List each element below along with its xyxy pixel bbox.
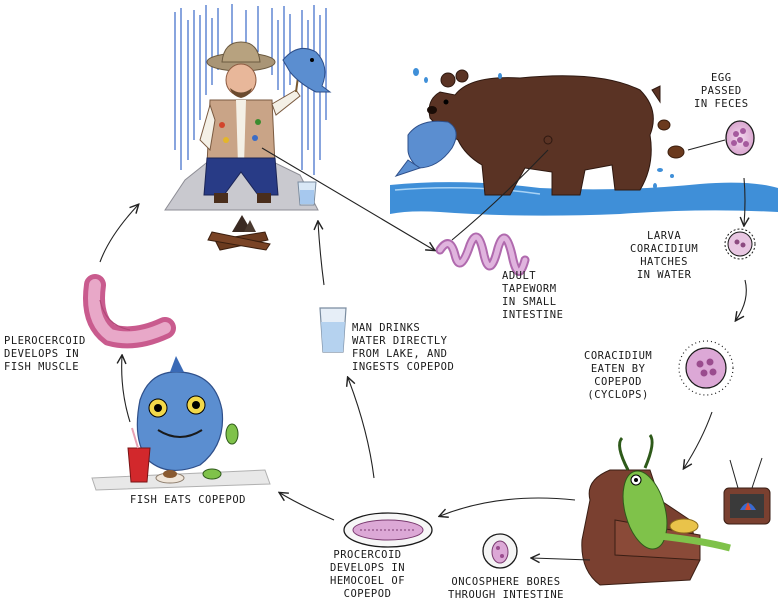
- campfire: [207, 215, 271, 251]
- arrow-fish-to-plerocercoid: [122, 356, 131, 423]
- label-fish-eats-copepod: FISH EATS COPEPOD: [130, 494, 246, 506]
- arrow-copepod-to-oncosphere: [532, 558, 591, 560]
- arrow-fisherman-to-adult: [261, 147, 434, 250]
- glass-of-water-small: [297, 181, 317, 206]
- cycle-arrows: [99, 139, 747, 560]
- hanging-fish: [282, 47, 332, 93]
- fish-in-bear-mouth: [394, 120, 457, 177]
- plate-with-food: [155, 470, 185, 484]
- copepod-watching-tv: [618, 434, 731, 552]
- television: [723, 457, 771, 525]
- arrow-procercoid-to-fish: [280, 493, 335, 521]
- fisherman: [199, 41, 301, 203]
- arrow-bear-to-adult: [451, 149, 549, 241]
- arrow-egg-to-feces: [687, 139, 726, 151]
- arrow-glass-to-fisherman: [318, 222, 325, 286]
- egg-illustration: [725, 120, 755, 156]
- arrow-procercoid-to-glass: [348, 378, 375, 479]
- arrow-egg-to-larva: [744, 177, 745, 225]
- water-splash-drops: [413, 68, 674, 189]
- oncosphere-illustration: [482, 533, 518, 569]
- procercoid-illustration: [343, 512, 433, 548]
- arrow-coracidium-to-copepod: [684, 411, 713, 468]
- arrow-plerocercoid-to-fisherman: [99, 205, 138, 263]
- blue-fish-character: [136, 356, 224, 471]
- arrow-larva-to-coracidium: [736, 279, 747, 320]
- feces-droppings: [657, 119, 685, 159]
- adult-tapeworm-illustration: [435, 232, 530, 276]
- bear: [427, 69, 661, 196]
- larva-coracidium-illustration: [724, 228, 756, 260]
- small-copepods: [202, 423, 239, 480]
- arrow-copepod-to-procercoid: [440, 497, 576, 516]
- lake-water: [390, 182, 778, 216]
- soda-cup: [127, 427, 151, 483]
- coracidium-illustration: [678, 340, 734, 396]
- glass-of-water: [319, 307, 347, 353]
- plerocercoid-illustration: [83, 274, 176, 349]
